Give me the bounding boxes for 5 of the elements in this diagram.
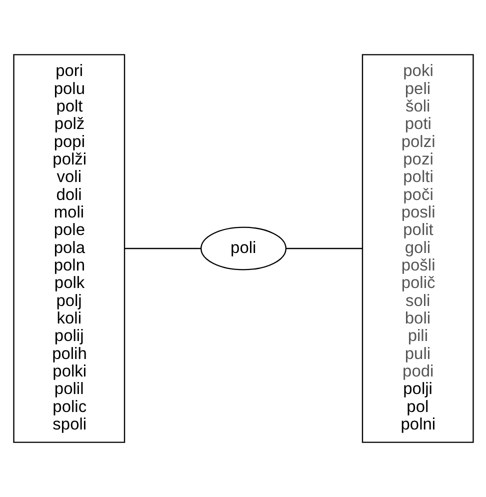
connector: [286, 248, 362, 250]
node-ellipse: poli: [200, 226, 286, 270]
connector: [124, 248, 200, 250]
node-box: poki peli šoli poti polzi pozi polti poči posli polit goli pošli polič soli boli pili puli podi polji pol polni: [361, 54, 474, 443]
node-box: pori polu polt polž popi polži voli doli moli pole pola poln polk polj koli polij polih polki polil polic spoli: [12, 54, 125, 443]
